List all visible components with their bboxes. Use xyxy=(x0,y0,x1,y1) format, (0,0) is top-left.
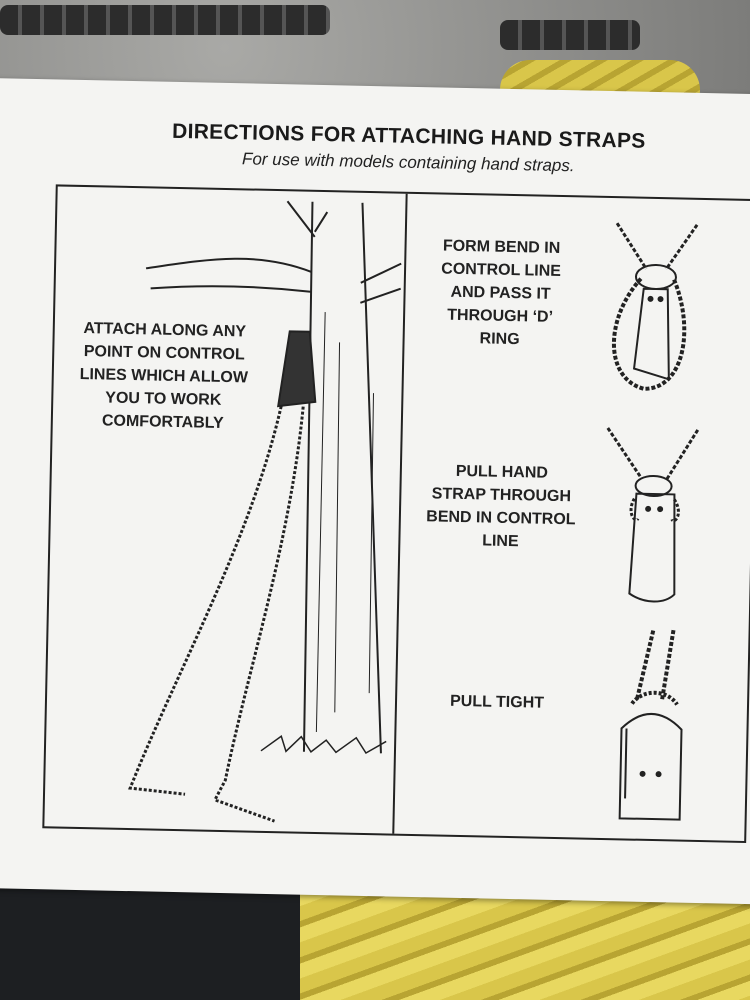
saw-chain xyxy=(0,5,330,35)
instruction-card: DIRECTIONS FOR ATTACHING HAND STRAPS For… xyxy=(0,78,750,905)
step-1-text: FORM BEND IN CONTROL LINE AND PASS IT TH… xyxy=(441,237,562,349)
tree-illustration xyxy=(128,200,402,823)
step-3-text: PULL TIGHT xyxy=(449,692,545,712)
diagram-frame: ATTACH ALONG ANY POINT ON CONTROL LINES … xyxy=(42,184,750,844)
step-3-illustration xyxy=(618,628,683,821)
attach-instruction: ATTACH ALONG ANY POINT ON CONTROL LINES … xyxy=(79,320,249,432)
step-2-illustration xyxy=(606,427,700,603)
step-2-text: PULL HAND STRAP THROUGH BEND IN CONTROL … xyxy=(426,462,576,551)
step-1-illustration xyxy=(612,222,699,391)
saw-chain xyxy=(500,20,640,50)
